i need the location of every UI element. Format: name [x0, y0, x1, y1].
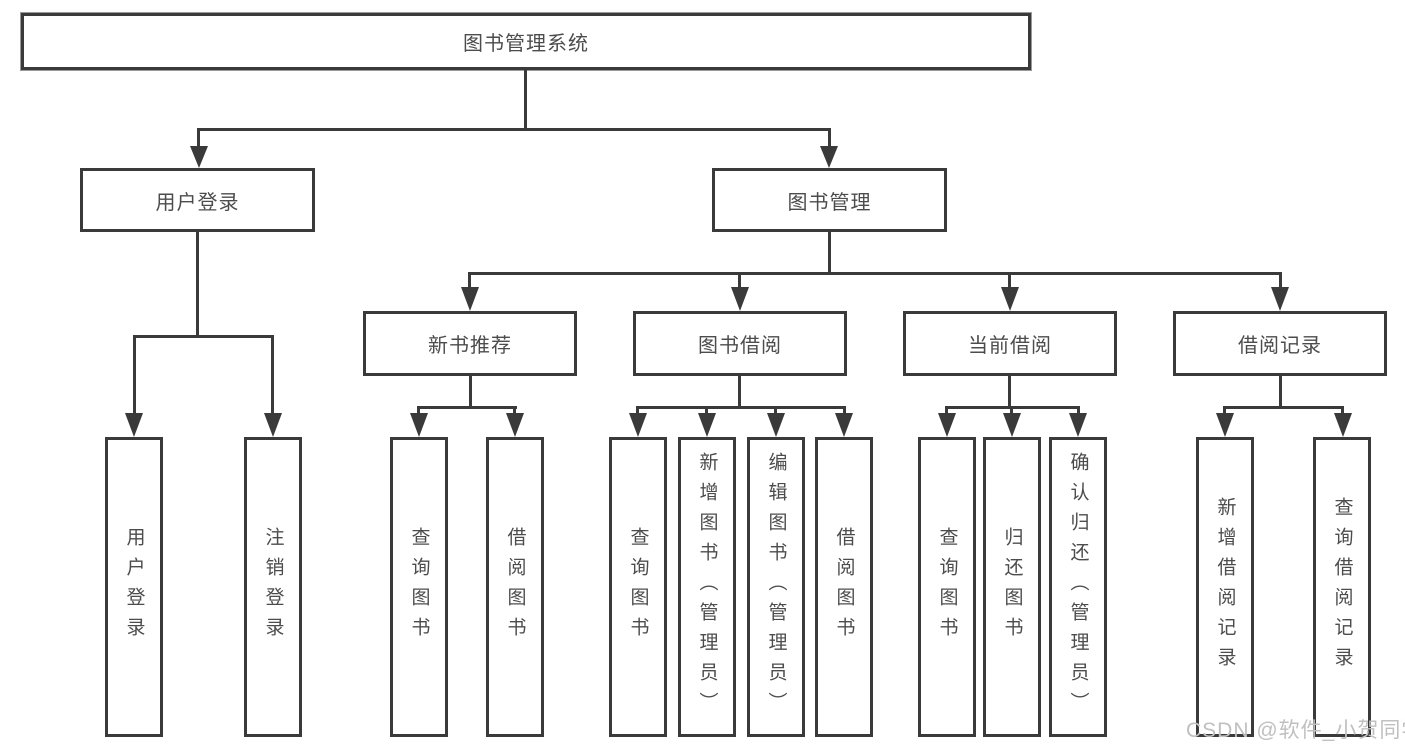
connector-user-login-stem — [196, 232, 199, 338]
node-label: 用户登录 — [155, 191, 240, 214]
node-label: 当前借阅 — [968, 335, 1052, 357]
leaf-label: 查询图书 — [408, 527, 430, 647]
connector-to-current-borrow — [1008, 272, 1011, 289]
arrow-down-icon — [1069, 413, 1087, 437]
arrow-down-icon — [731, 287, 749, 311]
node-new-book-recommend: 新书推荐 — [363, 311, 577, 376]
node-user-login: 用户登录 — [80, 168, 315, 232]
leaf-borrow-books-recommend: 借阅图书 — [486, 437, 544, 737]
node-label: 图书借阅 — [698, 335, 782, 357]
leaf-label: 归还图书 — [1001, 527, 1023, 647]
leaf-label: 确认归还（管理员） — [1067, 452, 1089, 722]
leaf-label: 用户登录 — [123, 527, 145, 647]
node-book-management: 图书管理 — [712, 168, 947, 232]
connector-leaf-stem — [1341, 406, 1344, 417]
connector-to-borrow-records — [1279, 272, 1282, 289]
connector-current-borrow-stem — [1008, 376, 1011, 409]
connector-leaf-stem — [1223, 406, 1226, 417]
leaf-user-login: 用户登录 — [105, 437, 163, 737]
connector-leaf-stem — [705, 406, 708, 417]
node-label: 借阅记录 — [1238, 335, 1322, 357]
arrow-down-icon — [835, 413, 853, 437]
connector-root-bus — [197, 128, 831, 131]
arrow-down-icon — [461, 287, 479, 311]
connector-to-book-borrow — [738, 272, 741, 289]
connector-to-book-management — [828, 128, 831, 148]
node-label: 新书推荐 — [428, 335, 512, 357]
connector-book-borrow-stem — [738, 376, 741, 409]
leaf-label: 编辑图书（管理员） — [765, 452, 787, 722]
node-library-management-system: 图书管理系统 — [21, 13, 1031, 70]
leaf-query-borrow-record: 查询借阅记录 — [1313, 437, 1371, 737]
connector-leaf-stem — [1077, 406, 1080, 417]
connector-user-login-bus — [133, 335, 274, 338]
leaf-label: 查询图书 — [936, 527, 958, 647]
connector-book-management-stem — [828, 232, 831, 275]
connector-leaf-stem — [774, 406, 777, 417]
connector-book-borrow-bus — [636, 406, 846, 409]
connector-borrow-records-bus — [1223, 406, 1344, 409]
connector-borrow-records-stem — [1279, 376, 1282, 409]
leaf-query-books-current: 查询图书 — [918, 437, 976, 737]
leaf-label: 查询图书 — [627, 527, 649, 647]
leaf-label: 新增借阅记录 — [1214, 497, 1236, 677]
arrow-down-icon — [629, 413, 647, 437]
arrow-down-icon — [264, 413, 282, 437]
leaf-return-book: 归还图书 — [983, 437, 1041, 737]
arrow-down-icon — [506, 413, 524, 437]
arrow-down-icon — [1001, 287, 1019, 311]
leaf-add-borrow-record: 新增借阅记录 — [1196, 437, 1254, 737]
arrow-down-icon — [410, 413, 428, 437]
leaf-label: 查询借阅记录 — [1331, 497, 1353, 677]
leaf-query-books-borrow: 查询图书 — [609, 437, 667, 737]
connector-to-new-book-recommend — [468, 272, 471, 289]
node-label: 图书管理 — [787, 191, 872, 214]
arrow-down-icon — [190, 146, 208, 168]
leaf-add-book-admin: 新增图书（管理员） — [678, 437, 736, 737]
connector-leaf-stem — [1010, 406, 1013, 417]
connector-leaf-stem — [636, 406, 639, 417]
connector-to-user-login — [197, 128, 200, 148]
node-current-borrow: 当前借阅 — [903, 311, 1117, 376]
node-label: 图书管理系统 — [463, 33, 589, 55]
arrow-down-icon — [938, 413, 956, 437]
leaf-label: 借阅图书 — [504, 527, 526, 647]
leaf-edit-book-admin: 编辑图书（管理员） — [747, 437, 805, 737]
arrow-down-icon — [767, 413, 785, 437]
arrow-down-icon — [820, 146, 838, 168]
leaf-label: 新增图书（管理员） — [696, 452, 718, 722]
arrow-down-icon — [1334, 413, 1352, 437]
node-borrow-records: 借阅记录 — [1173, 311, 1387, 376]
leaf-confirm-return-admin: 确认归还（管理员） — [1049, 437, 1107, 737]
arrow-down-icon — [1271, 287, 1289, 311]
arrow-down-icon — [1216, 413, 1234, 437]
connector-root-stem — [524, 70, 527, 128]
connector-to-leaf-user-login — [133, 335, 136, 415]
leaf-borrow-books: 借阅图书 — [815, 437, 873, 737]
arrow-down-icon — [1003, 413, 1021, 437]
arrow-down-icon — [125, 413, 143, 437]
leaf-query-books-recommend: 查询图书 — [390, 437, 448, 737]
connector-leaf-stem — [843, 406, 846, 417]
connector-book-management-bus — [468, 272, 1282, 275]
csdn-watermark: CSDN @软件_小贺同学 — [1186, 719, 1405, 742]
leaf-label: 注销登录 — [262, 527, 284, 647]
connector-new-book-bus — [417, 406, 517, 409]
connector-new-book-stem — [469, 376, 472, 409]
node-book-borrow: 图书借阅 — [633, 311, 847, 376]
connector-leaf-stem — [513, 406, 516, 417]
leaf-logout: 注销登录 — [244, 437, 302, 737]
connector-leaf-stem — [417, 406, 420, 417]
arrow-down-icon — [698, 413, 716, 437]
connector-to-leaf-logout — [271, 335, 274, 415]
connector-leaf-stem — [945, 406, 948, 417]
leaf-label: 借阅图书 — [833, 527, 855, 647]
